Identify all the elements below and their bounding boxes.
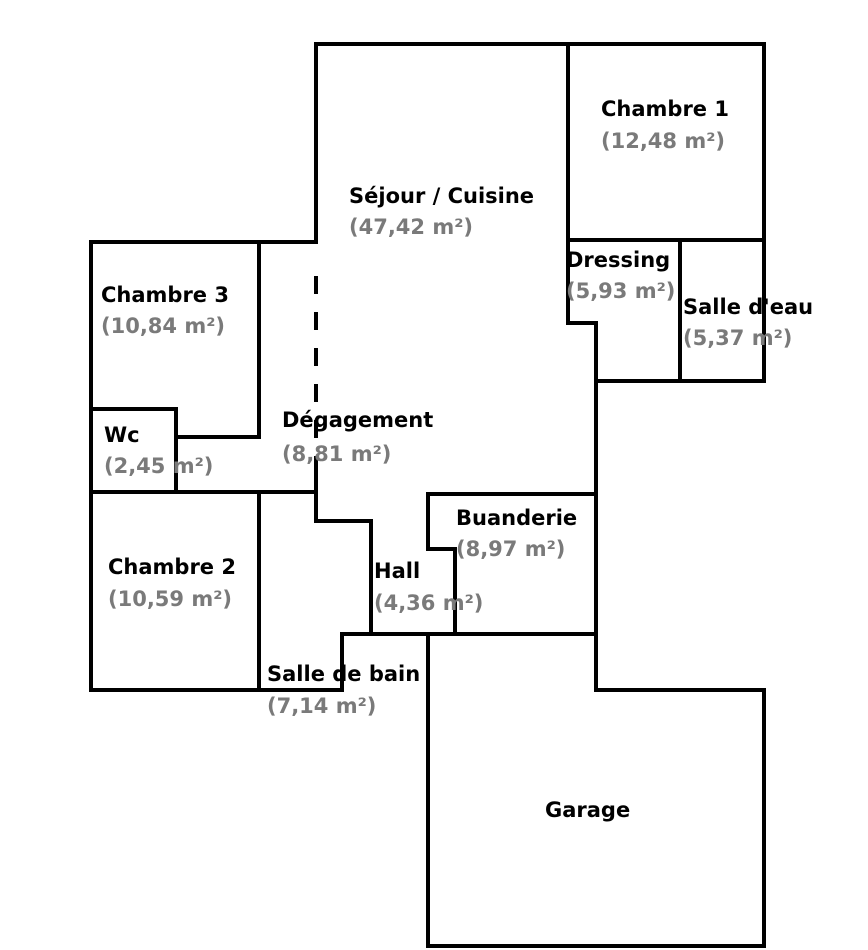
room-garage: Garage: [545, 798, 630, 822]
room-area: (47,42 m²): [349, 215, 473, 239]
room-area: (10,59 m²): [108, 587, 232, 611]
room-name: Buanderie: [456, 506, 577, 530]
room-name: Dégagement: [282, 408, 433, 432]
room-name: Chambre 1: [601, 97, 729, 121]
room-chambre2: Chambre 2 (10,59 m²): [108, 555, 236, 611]
room-area: (8,81 m²): [282, 442, 391, 466]
room-chambre3: Chambre 3 (10,84 m²): [101, 283, 229, 338]
room-area: (4,36 m²): [374, 591, 483, 615]
room-area: (5,37 m²): [683, 326, 792, 350]
room-degagement: Dégagement (8,81 m²): [282, 408, 433, 466]
room-buanderie: Buanderie (8,97 m²): [456, 506, 577, 561]
room-name: Hall: [374, 559, 420, 583]
room-name: Wc: [104, 423, 140, 447]
room-area: (5,93 m²): [566, 279, 675, 303]
room-name: Dressing: [566, 248, 670, 272]
room-area: (8,97 m²): [456, 537, 565, 561]
wall-chambre3-east: [174, 240, 261, 439]
wall-hall-east: [426, 492, 598, 636]
room-wc: Wc (2,45 m²): [104, 423, 213, 478]
wall-sejour-east: [426, 379, 766, 948]
room-name: Chambre 2: [108, 555, 236, 579]
walls: [89, 42, 766, 948]
room-area: (12,48 m²): [601, 129, 725, 153]
room-chambre1: Chambre 1 (12,48 m²): [601, 97, 729, 153]
room-area: (7,14 m²): [267, 694, 376, 718]
room-area: (10,84 m²): [101, 314, 225, 338]
wall-chambre3: [89, 240, 598, 692]
room-hall: Hall (4,36 m²): [374, 559, 483, 615]
room-name: Salle de bain: [267, 662, 420, 686]
room-name: Séjour / Cuisine: [349, 184, 534, 208]
wall-chambre1-west: [566, 42, 766, 383]
room-name: Chambre 3: [101, 283, 229, 307]
room-salle-eau: Salle d'eau (5,37 m²): [683, 295, 813, 350]
room-area: (2,45 m²): [104, 454, 213, 478]
wall-wc: [89, 407, 178, 494]
room-sejour: Séjour / Cuisine (47,42 m²): [349, 184, 534, 239]
room-name: Salle d'eau: [683, 295, 813, 319]
wall-north: [314, 42, 766, 383]
wall-degagement-corner: [314, 474, 373, 636]
room-name: Garage: [545, 798, 630, 822]
room-dressing: Dressing (5,93 m²): [566, 248, 675, 303]
room-salle-bain: Salle de bain (7,14 m²): [267, 662, 420, 718]
